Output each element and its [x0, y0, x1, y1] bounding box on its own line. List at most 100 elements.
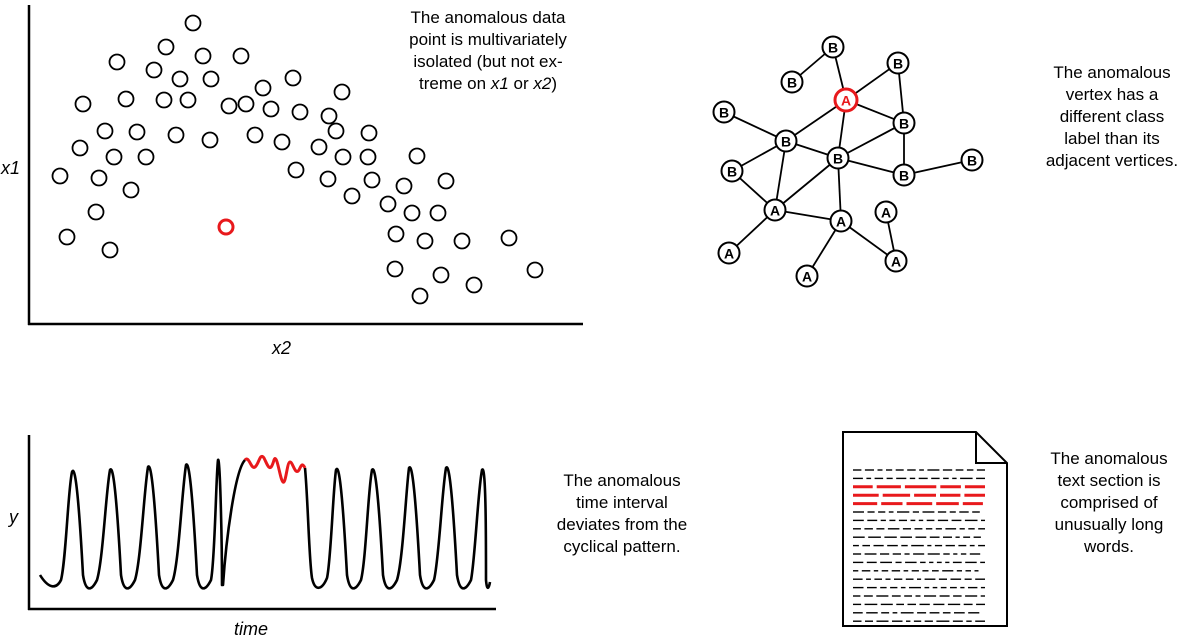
- scatter-point: [246, 126, 264, 144]
- scatter-point: [287, 161, 305, 179]
- scatter-point: [411, 287, 429, 305]
- graph-node-b: B: [720, 159, 744, 183]
- scatter-point: [167, 126, 185, 144]
- scatter-point: [157, 38, 175, 56]
- graph-edge: [837, 122, 905, 159]
- scatter-panel: [27, 5, 583, 326]
- scatter-point: [432, 266, 450, 284]
- graph-node-b: B: [712, 100, 736, 124]
- caption-fragment: or: [508, 74, 534, 93]
- scatter-point: [184, 14, 202, 32]
- scatter-point: [155, 91, 173, 109]
- caption-line: The anomalous data: [410, 8, 566, 27]
- graph-edge: [774, 157, 839, 211]
- scatter-point: [379, 195, 397, 213]
- graph-node-b: B: [892, 163, 916, 187]
- caption-line: words.: [1083, 537, 1135, 556]
- scatter-point: [117, 90, 135, 108]
- graph-node-anomaly: A: [833, 87, 859, 113]
- caption-line: unusually long: [1054, 515, 1164, 534]
- graph-node-b: B: [774, 129, 798, 153]
- caption-line: adjacent vertices.: [1045, 151, 1179, 170]
- caption-line: isolated (but not ex-: [413, 52, 563, 71]
- scatter-point: [201, 131, 219, 149]
- node-label: A: [891, 254, 901, 270]
- timeseries-y-label: y: [9, 507, 18, 527]
- scatter-points: [51, 14, 544, 305]
- graph-node-b: B: [826, 146, 850, 170]
- caption-line: comprised of: [1060, 493, 1158, 512]
- timeseries-line: [303, 466, 492, 590]
- caption-line: vertex has a: [1065, 85, 1159, 104]
- scatter-point: [310, 138, 328, 156]
- node-label: B: [727, 164, 737, 180]
- scatter-point: [101, 241, 119, 259]
- scatter-point: [179, 91, 197, 109]
- node-label: A: [724, 246, 734, 262]
- caption-line: The anomalous: [1050, 449, 1168, 468]
- node-label: B: [719, 105, 729, 121]
- scatter-point: [291, 103, 309, 121]
- scatter-point: [96, 122, 114, 140]
- scatter-point: [137, 148, 155, 166]
- document-text-lines: [853, 469, 985, 622]
- scatter-point: [526, 261, 544, 279]
- timeseries-line: [38, 458, 247, 590]
- timeseries-panel: [27, 435, 496, 611]
- node-label: B: [893, 56, 903, 72]
- node-label: A: [836, 214, 846, 230]
- document-fold: [975, 432, 1007, 464]
- scatter-point: [171, 70, 189, 88]
- graph-caption: The anomalous vertex has a different cla…: [1022, 62, 1200, 172]
- document-panel: [842, 431, 1008, 627]
- graph-node-b: B: [780, 70, 804, 94]
- scatter-point: [262, 100, 280, 118]
- scatter-point: [408, 147, 426, 165]
- scatter-point: [58, 228, 76, 246]
- scatter-point: [232, 47, 250, 65]
- node-label: B: [967, 153, 977, 169]
- scatter-caption: The anomalous data point is multivariate…: [368, 7, 608, 95]
- graph-node-a: A: [874, 200, 898, 224]
- scatter-point: [220, 97, 238, 115]
- caption-line: The anomalous: [563, 471, 681, 490]
- timeseries-caption: The anomalous time interval deviates fro…: [527, 470, 717, 558]
- caption-var-x1: x1: [490, 74, 509, 93]
- caption-fragment: ): [551, 74, 557, 93]
- scatter-point: [90, 169, 108, 187]
- graph-node-a: A: [795, 264, 819, 288]
- scatter-point: [359, 148, 377, 166]
- graph-edge: [903, 159, 973, 176]
- scatter-point: [284, 69, 302, 87]
- caption-line: deviates from the: [556, 515, 688, 534]
- caption-line: time interval: [576, 493, 668, 512]
- scatter-point: [403, 204, 421, 222]
- caption-line: label than its: [1064, 129, 1160, 148]
- node-label: A: [841, 93, 851, 109]
- document-caption: The anomalous text section is comprised …: [1029, 448, 1189, 558]
- scatter-point: [87, 203, 105, 221]
- scatter-point: [334, 148, 352, 166]
- timeseries-anomaly-segment: [243, 454, 307, 484]
- scatter-point: [202, 70, 220, 88]
- scatter-point: [387, 225, 405, 243]
- node-label: B: [781, 134, 791, 150]
- scatter-point: [71, 139, 89, 157]
- scatter-point: [360, 124, 378, 142]
- document-icon: [842, 431, 1008, 627]
- graph-edge: [774, 140, 787, 211]
- caption-line: cyclical pattern.: [563, 537, 681, 556]
- node-label: A: [881, 205, 891, 221]
- scatter-point: [333, 83, 351, 101]
- scatter-point: [429, 204, 447, 222]
- caption-line: different class: [1059, 107, 1165, 126]
- graph-panel: B B B A B B B B B B B A A A A A A: [712, 35, 984, 288]
- caption-line: The anomalous: [1053, 63, 1171, 82]
- node-label: A: [770, 203, 780, 219]
- scatter-point: [51, 167, 69, 185]
- scatter-y-label: x1: [1, 158, 21, 178]
- scatter-point: [453, 232, 471, 250]
- scatter-point: [122, 181, 140, 199]
- graph-node-a: A: [829, 209, 853, 233]
- graph-nodes: B B B A B B B B B B B A A A A A A: [712, 35, 984, 288]
